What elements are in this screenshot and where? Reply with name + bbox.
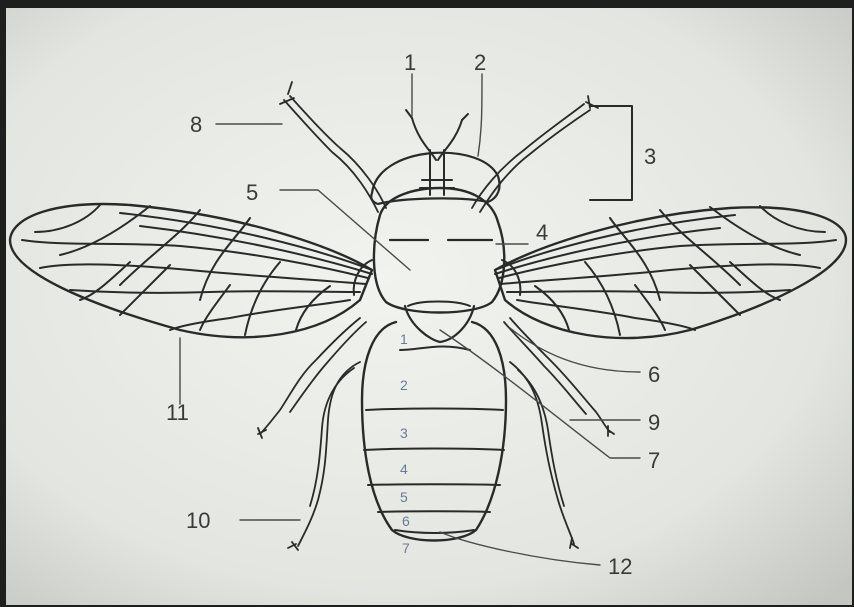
callout-12: 12 xyxy=(608,554,632,579)
callout-9: 9 xyxy=(648,410,660,435)
callout-8: 8 xyxy=(190,112,202,137)
segment-label-4: 4 xyxy=(400,461,408,477)
segment-label-7: 7 xyxy=(402,540,410,556)
callout-2: 2 xyxy=(474,50,486,75)
callout-3: 3 xyxy=(644,144,656,169)
callout-6: 6 xyxy=(648,362,660,387)
segment-label-1: 1 xyxy=(400,331,408,347)
callout-7: 7 xyxy=(648,448,660,473)
callout-11: 11 xyxy=(166,400,189,425)
callout-1: 1 xyxy=(404,50,416,75)
callout-5: 5 xyxy=(246,180,258,205)
paper-background xyxy=(6,8,852,605)
callout-10: 10 xyxy=(186,508,210,533)
segment-label-2: 2 xyxy=(400,377,408,393)
segment-label-5: 5 xyxy=(400,489,408,505)
segment-label-3: 3 xyxy=(400,425,408,441)
callout-4: 4 xyxy=(536,220,548,245)
segment-label-6: 6 xyxy=(402,513,410,529)
